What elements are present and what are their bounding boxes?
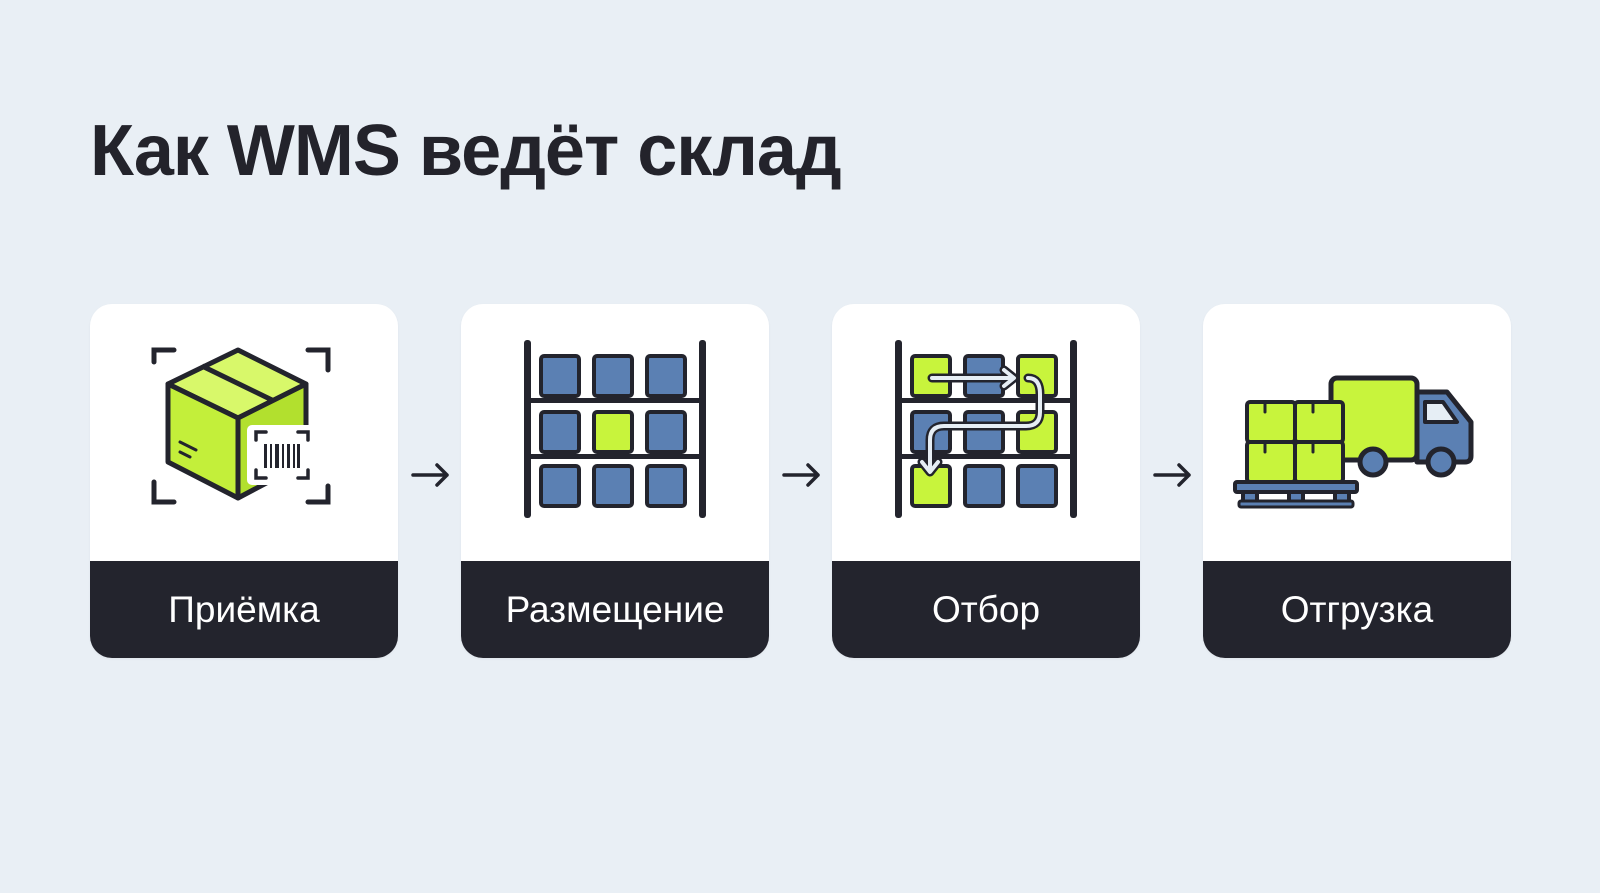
step-label-putaway: Размещение bbox=[461, 561, 769, 658]
arrow-right-icon bbox=[780, 460, 824, 490]
box-barcode-scan-icon bbox=[90, 304, 398, 561]
step-label-picking: Отбор bbox=[832, 561, 1140, 658]
page-title: Как WMS ведёт склад bbox=[90, 111, 842, 191]
step-card-receiving: Приёмка bbox=[90, 304, 398, 658]
step-card-shipping: Отгрузка bbox=[1203, 304, 1511, 658]
arrow-right-icon bbox=[409, 460, 453, 490]
step-card-picking: Отбор bbox=[832, 304, 1140, 658]
process-flow: Приёмка bbox=[90, 304, 1511, 658]
picking-route-rack-icon bbox=[832, 304, 1140, 561]
arrow-right-icon bbox=[1151, 460, 1195, 490]
step-label-shipping: Отгрузка bbox=[1203, 561, 1511, 658]
step-card-putaway: Размещение bbox=[461, 304, 769, 658]
warehouse-rack-icon bbox=[461, 304, 769, 561]
pallet-truck-icon bbox=[1203, 304, 1511, 561]
step-label-receiving: Приёмка bbox=[90, 561, 398, 658]
